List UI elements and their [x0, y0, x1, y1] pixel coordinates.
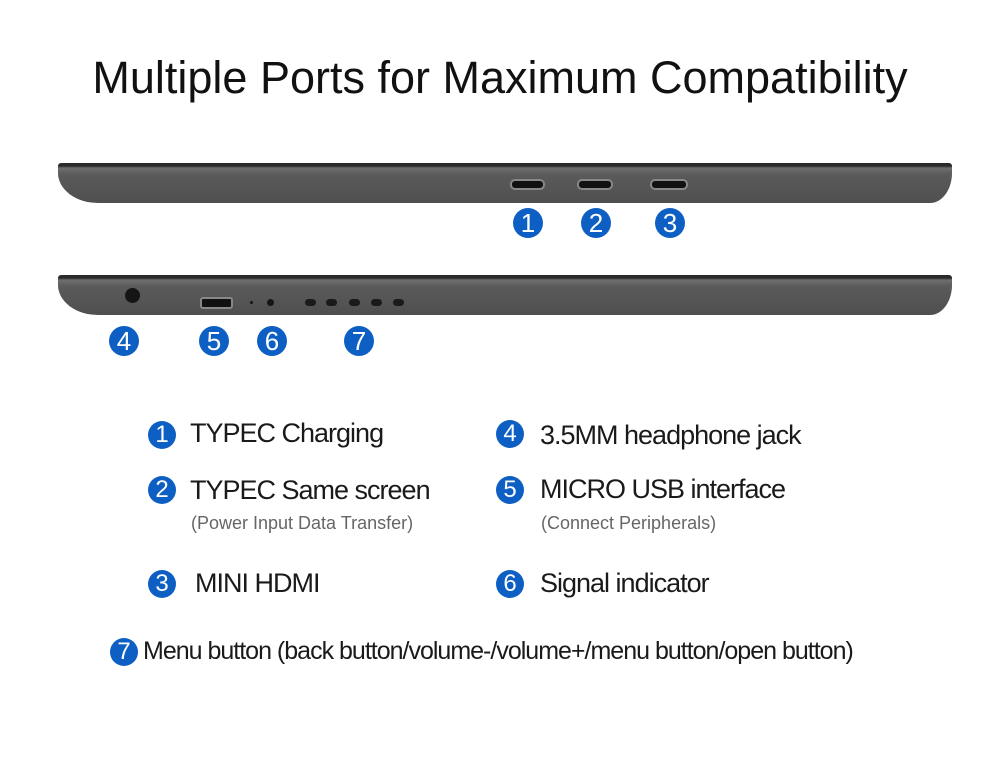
- legend-badge-1: 1: [148, 421, 176, 449]
- legend-badge-4: 4: [496, 420, 524, 448]
- badge-3: 3: [655, 208, 685, 238]
- monitor-top-edge: [58, 163, 952, 203]
- typec-port-1: [510, 179, 545, 190]
- menu-button-menu: [371, 299, 382, 306]
- badge-4: 4: [109, 326, 139, 356]
- legend-label-7: Menu button (back button/volume-/volume+…: [143, 637, 854, 665]
- badge-6: 6: [257, 326, 287, 356]
- legend-badge-7: 7: [110, 638, 138, 666]
- badge-5: 5: [199, 326, 229, 356]
- signal-indicator: [267, 299, 274, 306]
- badge-1: 1: [513, 208, 543, 238]
- legend-sub-2: (Power Input Data Transfer): [191, 513, 414, 533]
- legend-badge-3: 3: [148, 570, 176, 598]
- menu-button-power: [393, 299, 404, 306]
- micro-usb-port: [200, 297, 233, 309]
- legend-badge-6: 6: [496, 570, 524, 598]
- headphone-jack: [125, 288, 140, 303]
- badge-7: 7: [344, 326, 374, 356]
- monitor-bottom-edge: [58, 275, 952, 315]
- legend-label-5: MICRO USB interface: [540, 474, 786, 504]
- legend-label-3: MINI HDMI: [195, 568, 320, 598]
- typec-port-2: [577, 179, 613, 190]
- legend-label-1: TYPEC Charging: [190, 418, 384, 448]
- legend-label-6: Signal indicator: [540, 568, 710, 598]
- page-title: Multiple Ports for Maximum Compatibility: [92, 52, 908, 103]
- menu-button-volume-up: [349, 299, 360, 306]
- menu-button-back: [305, 299, 316, 306]
- indicator-hole: [250, 301, 253, 304]
- badge-2: 2: [581, 208, 611, 238]
- legend-badge-5: 5: [496, 476, 524, 504]
- legend-label-4: 3.5MM headphone jack: [540, 420, 802, 450]
- mini-hdmi-port: [650, 179, 688, 190]
- menu-button-volume-down: [326, 299, 337, 306]
- legend-badge-2: 2: [148, 476, 176, 504]
- legend-sub-5: (Connect Peripherals): [541, 513, 717, 533]
- legend-label-2: TYPEC Same screen: [190, 475, 431, 505]
